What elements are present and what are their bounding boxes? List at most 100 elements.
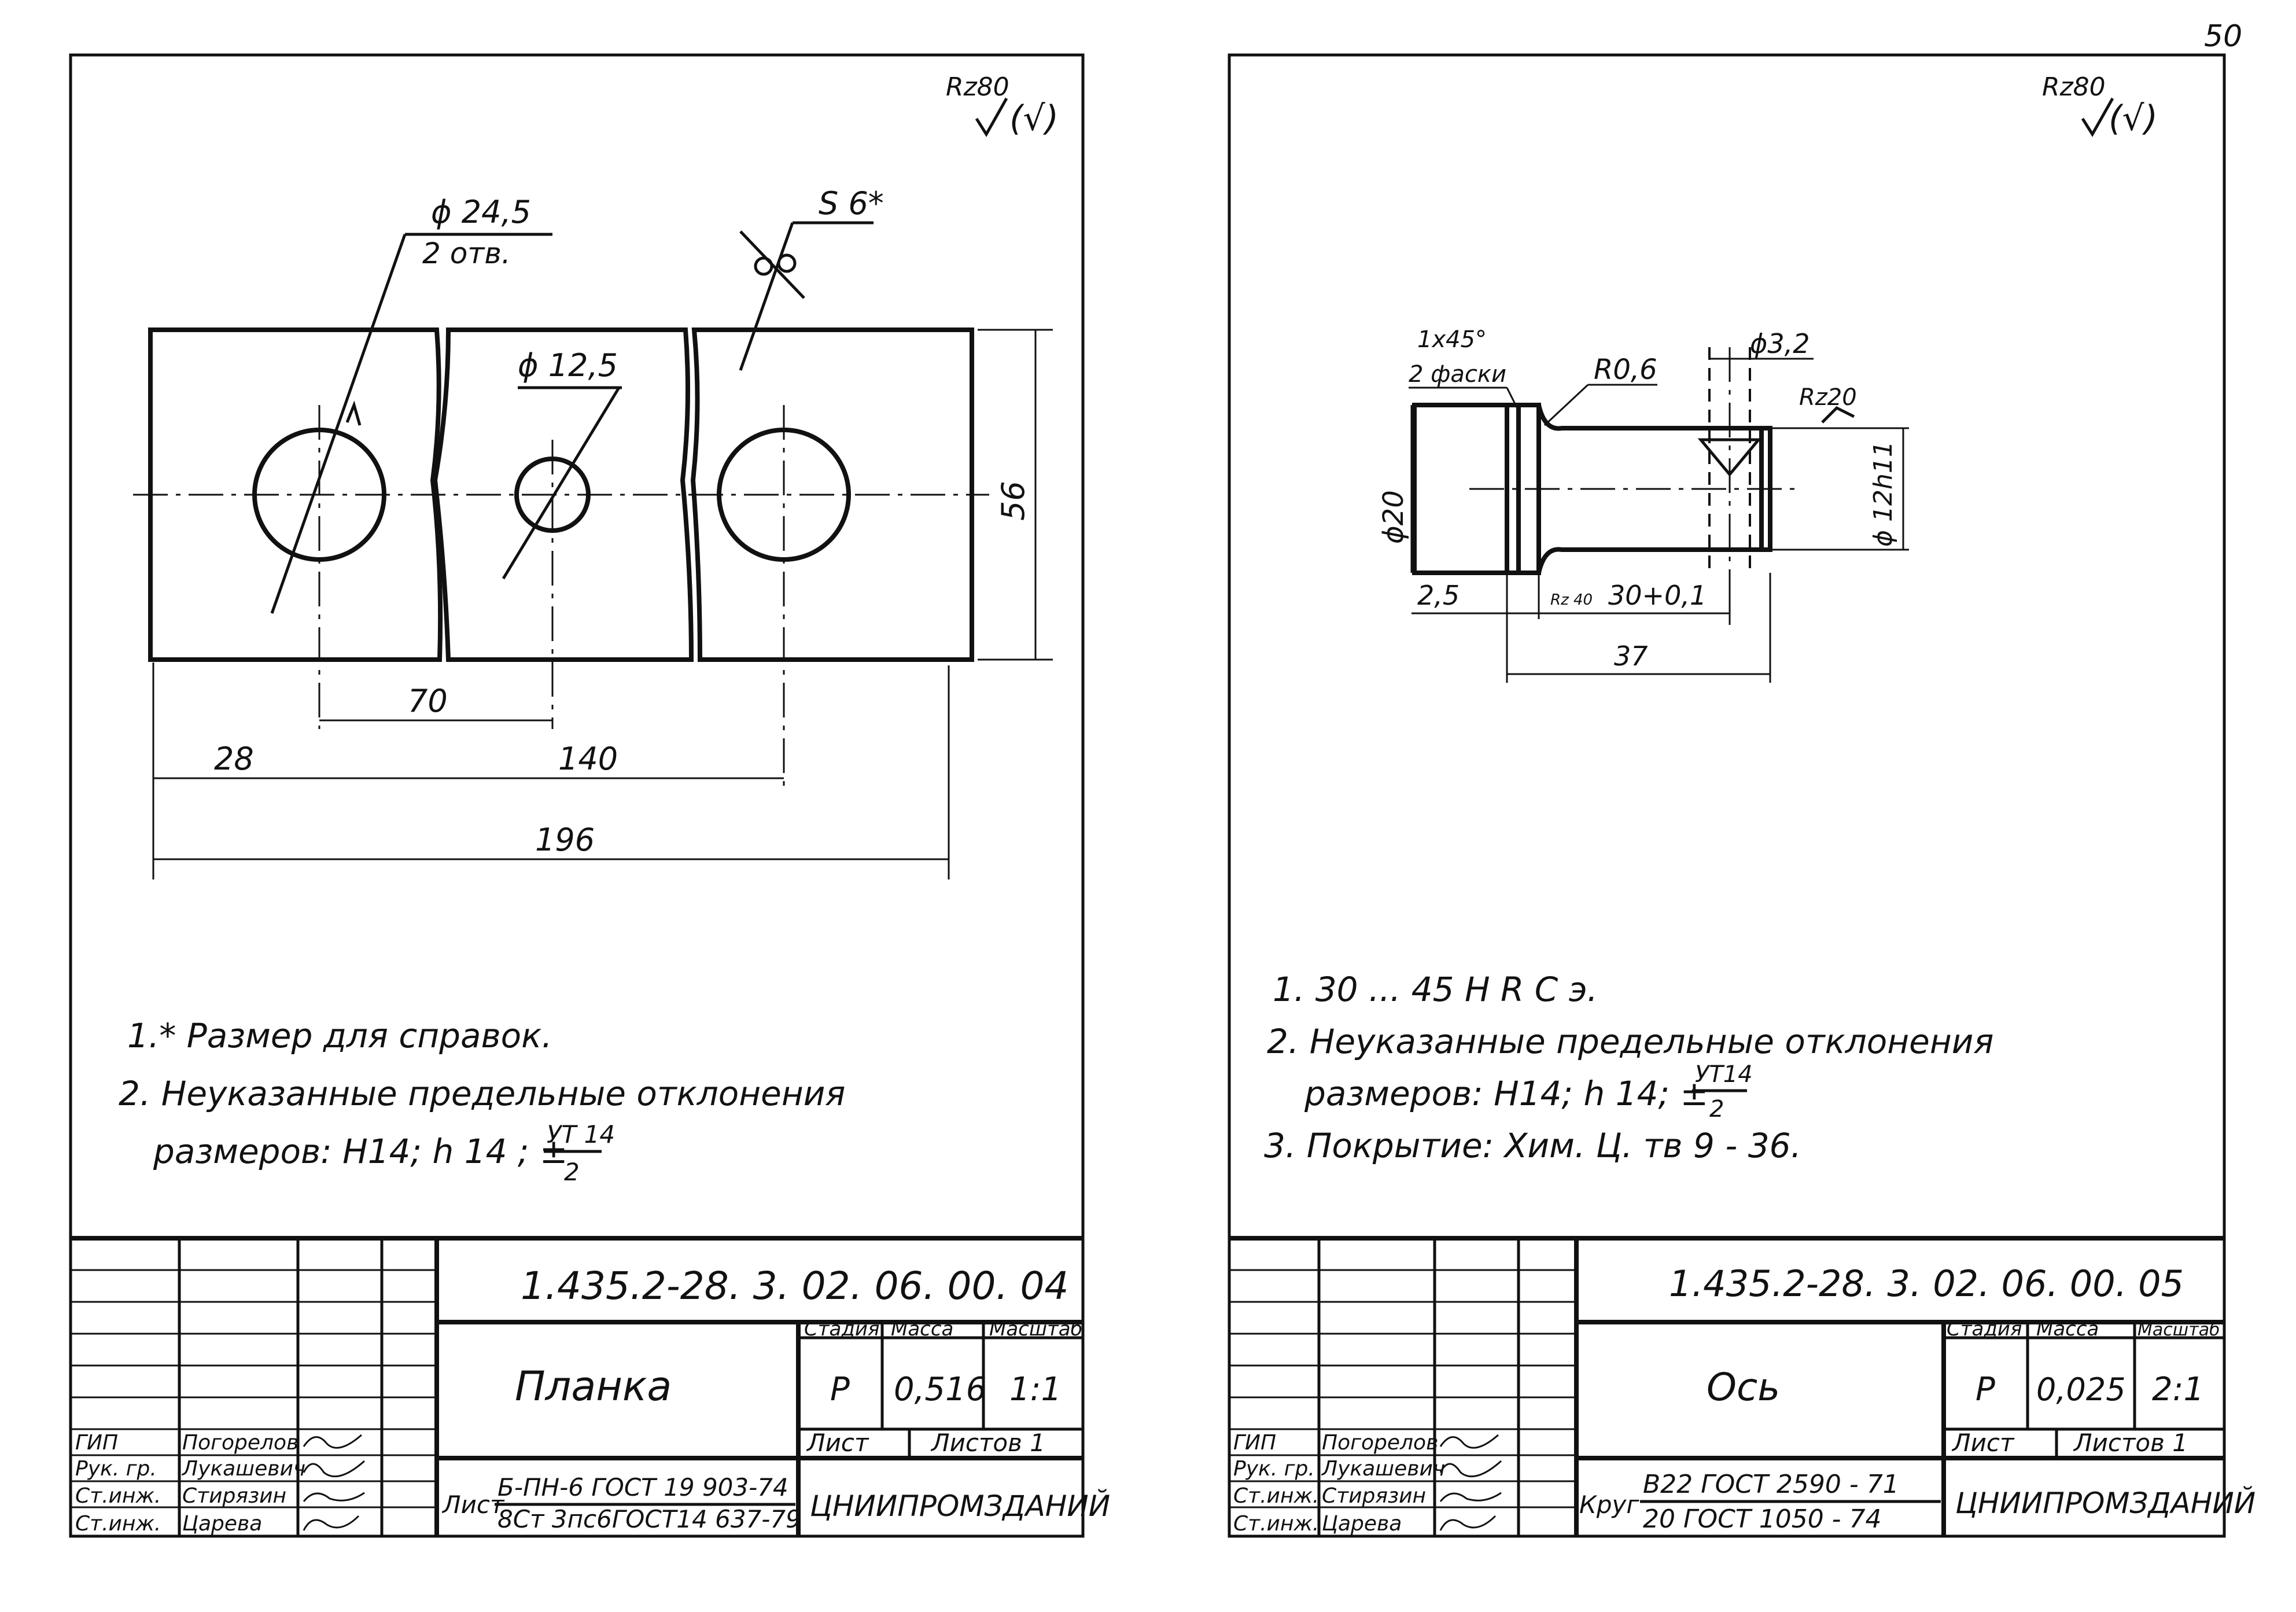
left-scale-label: Масштаб [989, 1317, 1083, 1341]
right-title-block: ГИП Погорелов Рук. гр. Лукашевич Ст.инж.… [1229, 1236, 2256, 1536]
hole-middle [514, 457, 591, 533]
signature-icon [303, 1460, 365, 1478]
name-senior-engineer-2: Царева [182, 1512, 262, 1536]
right-roughness-paren: (√) [2109, 98, 2158, 139]
left-organization: ЦНИИПРОМЗДАНИЙ [810, 1489, 1110, 1523]
left-title-block: ГИП Погорелов Рук. гр. Лукашевич Ст.инж.… [71, 1236, 1110, 1536]
left-mass: 0,516 [894, 1371, 986, 1408]
right-note-frac-num: УТ14 [1695, 1061, 1753, 1088]
left-sheets-count: Листов 1 [930, 1429, 1045, 1457]
left-sheet-frame [69, 53, 1085, 1538]
callout-pin-hole: ϕ3,2 [1709, 328, 1814, 360]
left-stage-label: Стадия [804, 1317, 879, 1341]
right-note-2a: 2. Неуказанные предельные отклонения [1267, 1022, 1993, 1061]
roughness-check-icon [975, 97, 1008, 137]
big-hole-count: 2 отв. [422, 237, 511, 270]
right-scale-label: Масштаб [2137, 1320, 2220, 1340]
signature-icon [1439, 1434, 1499, 1449]
name-gip: Погорелов [1322, 1431, 1438, 1455]
signature-icon [1439, 1460, 1502, 1478]
left-stage: Р [830, 1371, 850, 1408]
dia-20-value: ϕ20 [1377, 490, 1410, 544]
dim-196-value: 196 [535, 822, 595, 858]
small-roughness: Rz 40 [1550, 591, 1593, 609]
left-note-frac-num: УТ 14 [547, 1120, 615, 1149]
name-senior-engineer-1: Стирязин [182, 1484, 286, 1508]
right-sheets-count: Листов 1 [2073, 1429, 2188, 1457]
role-senior-engineer-1: Ст.инж. [75, 1484, 161, 1508]
callout-radius: R0,6 [1543, 354, 1657, 426]
right-material-line2: 20 ГОСТ 1050 - 74 [1643, 1504, 1882, 1534]
dia-12-value: ϕ 12h11 [1869, 441, 1898, 547]
callout-thickness: S 6* [739, 185, 884, 371]
small-hole-diameter: ϕ 12,5 [518, 347, 618, 384]
name-senior-engineer-1: Стирязин [1322, 1484, 1426, 1508]
dim-2-5-value: 2,5 [1417, 580, 1460, 611]
role-senior-engineer-2: Ст.инж. [75, 1512, 161, 1536]
right-note-2b: размеров: H14; h 14; ± [1304, 1074, 1708, 1113]
callout-chamfer: 1x45° 2 фаски [1409, 326, 1520, 411]
dim-30-value: 30+0,1 [1608, 580, 1707, 611]
dimension-37: 37 [1507, 573, 1771, 683]
signature-icon [303, 1434, 362, 1449]
right-material-prefix: Круг [1579, 1490, 1639, 1519]
dimension-dia-12: ϕ 12h11 [1770, 427, 1909, 551]
signature-icon [303, 1515, 360, 1531]
name-senior-engineer-2: Царева [1322, 1512, 1402, 1536]
right-sheet-label: Лист [1951, 1429, 2015, 1457]
height-value: 56 [995, 481, 1031, 521]
right-material-line1: В22 ГОСТ 2590 - 71 [1643, 1470, 1899, 1499]
right-part-name: Ось [1707, 1365, 1780, 1409]
plate-outline [148, 327, 974, 662]
left-sheet-label: Лист [806, 1429, 869, 1457]
role-group-lead: Рук. гр. [1233, 1457, 1315, 1481]
left-roughness-paren: (√) [1009, 98, 1059, 139]
role-senior-engineer-2: Ст.инж. [1233, 1512, 1319, 1536]
right-organization: ЦНИИПРОМЗДАНИЙ [1955, 1486, 2256, 1520]
left-note-frac-den: 2 [564, 1158, 580, 1186]
right-mass: 0,025 [2036, 1371, 2126, 1408]
dim-37-value: 37 [1614, 641, 1648, 672]
left-material-line2: 8Ст 3пс6ГОСТ14 637-79 [497, 1505, 801, 1533]
left-roughness-symbol: Rz80 (√) [946, 72, 1059, 139]
pin-hole-diameter: ϕ3,2 [1750, 328, 1810, 359]
fillet-radius: R0,6 [1594, 354, 1657, 386]
right-mass-label: Масса [2036, 1317, 2099, 1341]
dim-70-value: 70 [408, 683, 448, 719]
left-material-prefix: Лист [441, 1490, 505, 1519]
hole-right [717, 428, 851, 562]
dimension-dia-20: ϕ20 [1377, 405, 1413, 573]
role-group-lead: Рук. гр. [75, 1457, 157, 1481]
roughness-check-icon [2081, 97, 2114, 137]
name-group-lead: Лукашевич [1321, 1457, 1445, 1481]
left-mass-label: Масса [891, 1317, 953, 1341]
signature-icon [303, 1492, 365, 1502]
role-senior-engineer-1: Ст.инж. [1233, 1484, 1319, 1508]
chamfer-size: 1x45° [1417, 326, 1487, 353]
right-roughness-value: Rz80 [2042, 72, 2106, 102]
left-sheet: Rz80 (√) ϕ 24,5 2 отв. ϕ [69, 53, 1110, 1538]
callout-small-hole: ϕ 12,5 [502, 347, 622, 580]
page-number: 50 [2204, 19, 2242, 54]
role-gip: ГИП [1233, 1431, 1276, 1455]
dimension-28-140: 28 140 [152, 663, 784, 879]
name-group-lead: Лукашевич [181, 1457, 305, 1481]
right-sheet-frame [1228, 53, 2226, 1538]
left-scale: 1:1 [1009, 1371, 1062, 1408]
right-note-frac-den: 2 [1709, 1096, 1724, 1122]
left-notes: 1.* Размер для справок. 2. Неуказанные п… [119, 1016, 845, 1186]
left-material-line1: Б-ПН-6 ГОСТ 19 903-74 [497, 1473, 788, 1501]
right-stage: Р [1976, 1371, 1995, 1408]
right-scale: 2:1 [2152, 1371, 2204, 1408]
chamfer-count: 2 фаски [1409, 361, 1506, 388]
callout-local-roughness: Rz20 [1799, 384, 1857, 424]
right-stage-label: Стадия [1947, 1317, 2022, 1341]
dim-140-value: 140 [558, 741, 618, 777]
dimension-height: 56 [978, 329, 1053, 661]
callout-big-hole: ϕ 24,5 2 отв. [270, 194, 552, 614]
right-sheet: Rz80 (√) 1x45° 2 фаски R0,6 [1228, 53, 2256, 1538]
dimension-2-5: 2,5 [1411, 573, 1540, 683]
dim-28-value: 28 [214, 741, 254, 777]
role-gip: ГИП [75, 1431, 118, 1455]
